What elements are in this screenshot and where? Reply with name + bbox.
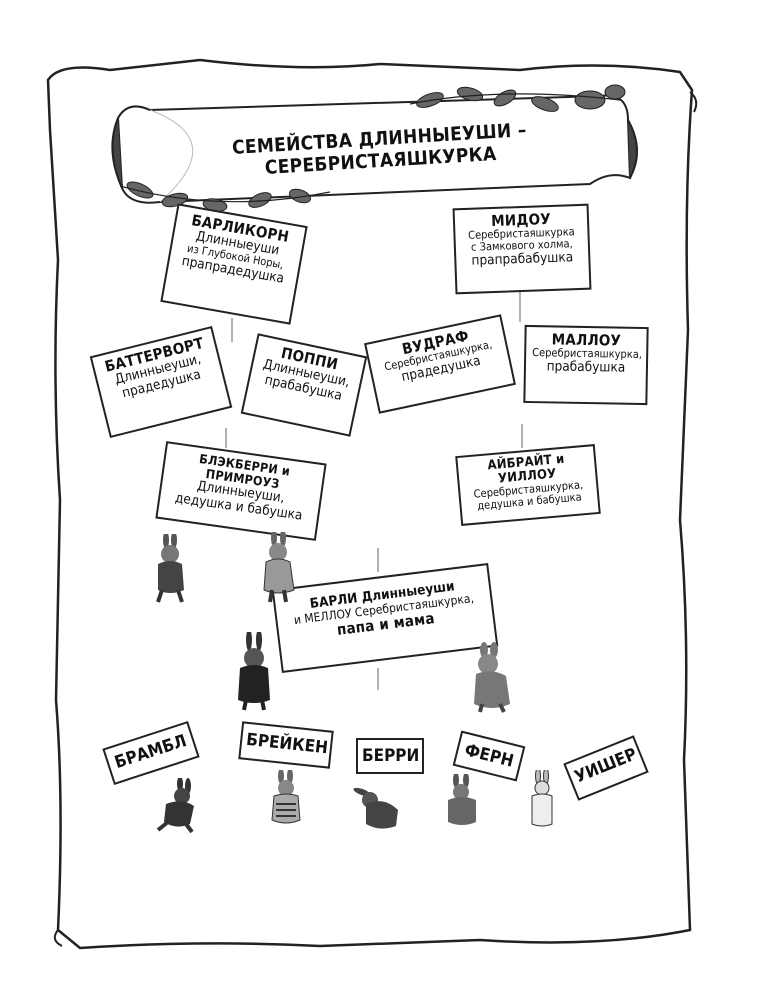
bunny-illustration <box>353 787 398 829</box>
child-berry: БЕРРИ <box>356 738 424 774</box>
card-eyebright-willow: АЙБРАЙТ и УИЛЛОУ Серебристаяшкурка, деду… <box>455 444 601 526</box>
bunny-illustration <box>448 774 476 825</box>
bunny-illustration <box>238 632 270 711</box>
card-line: прапрабабушка <box>471 249 574 269</box>
card-mallow: МАЛЛОУ Серебристаяшкурка, прабабушка <box>523 324 649 406</box>
card-meadow: МИДОУ Серебристаяшкурка с Замкового холм… <box>452 203 592 295</box>
bunny-illustration <box>156 778 194 834</box>
card-line: прабабушка <box>546 358 626 376</box>
bunny-illustration <box>474 642 510 713</box>
bunny-illustration <box>156 534 184 603</box>
bunny-illustration <box>271 770 301 824</box>
bunny-illustration <box>263 532 295 603</box>
bunny-illustration <box>531 770 553 827</box>
